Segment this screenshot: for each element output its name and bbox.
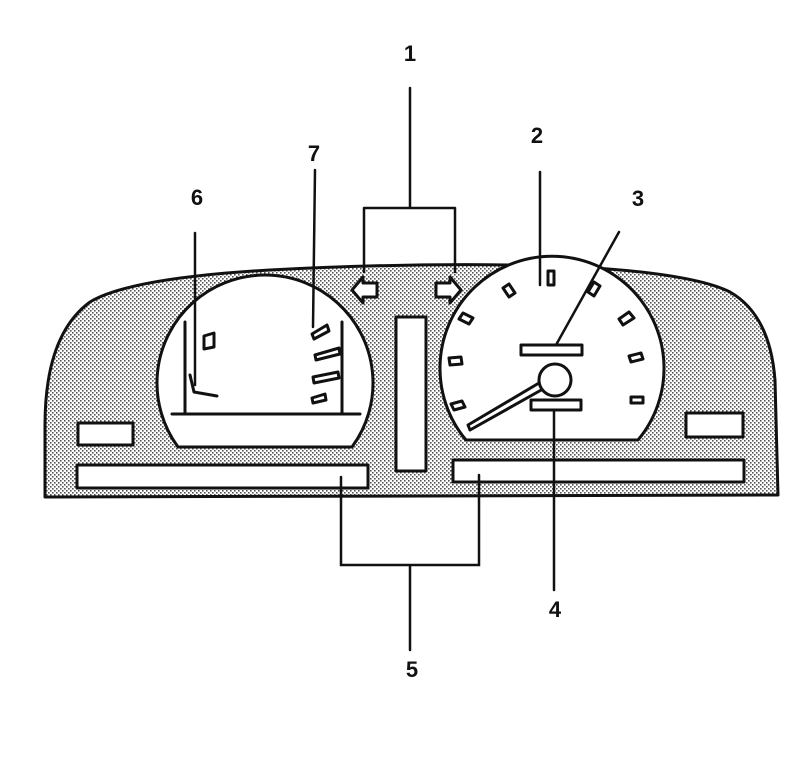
speed-tick [457,311,475,326]
leader-1 [362,86,457,274]
speed-tick [629,395,645,405]
speed-tick [617,310,636,327]
lower-left-indicator-strip [75,463,370,490]
temperature-gauge-tick-3 [311,370,341,385]
speed-tick [627,351,645,364]
left-gauge-face [155,273,375,449]
callout-5-label: 5 [406,657,418,682]
lower-right-indicator-strip [451,458,746,484]
temperature-gauge-tick-4 [310,392,328,405]
trip-odometer-window [519,343,584,357]
speed-tick [449,399,467,412]
callout-leaders [193,86,621,652]
speed-tick [546,269,556,287]
callout-4-label: 4 [549,597,562,622]
speedometer-hub [537,362,573,398]
leader-5 [339,473,481,652]
center-warning-strip [394,315,428,473]
left-gauge [155,273,375,449]
callout-6-label: 6 [191,185,203,210]
right-turn-indicator [434,275,463,305]
speed-tick [586,280,602,298]
speedometer [438,254,666,442]
left-warning-light [76,421,135,447]
odometer-window [529,398,583,412]
temperature-gauge-tick-2 [313,346,342,362]
speed-tick [501,282,517,299]
left-turn-indicator [350,275,379,305]
callout-2-label: 2 [531,123,543,148]
leader-7 [311,168,317,329]
leader-3 [554,230,621,347]
fuel-gauge-needle [188,373,219,398]
callout-3-label: 3 [632,186,644,211]
callout-7-label: 7 [308,141,320,166]
speedometer-scale [447,269,645,412]
callout-1-label: 1 [404,41,416,66]
speed-tick [447,355,464,367]
fuel-gauge-tick [202,331,216,351]
right-warning-light [684,411,745,439]
temperature-gauge-tick-1 [310,323,331,341]
